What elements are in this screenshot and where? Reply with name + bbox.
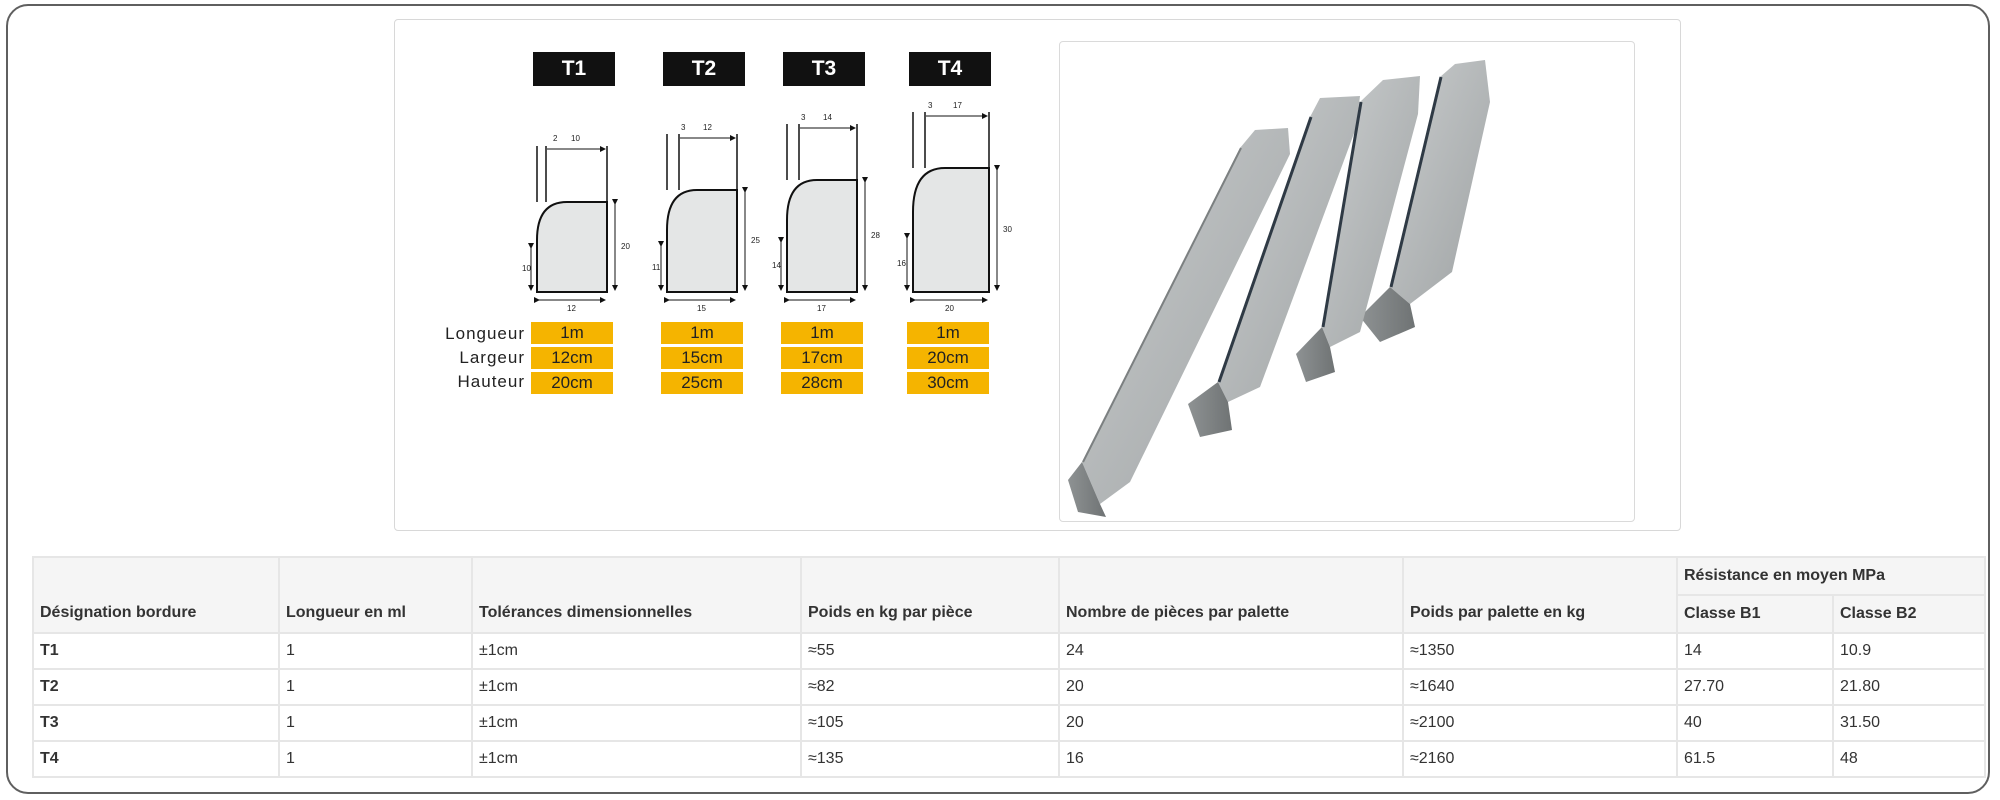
profile-t4-drawing xyxy=(904,112,1000,303)
profile-tag-t2: T2 xyxy=(663,52,745,86)
cell-longueur: 1 xyxy=(278,740,473,778)
t1-top-w: 2 xyxy=(553,134,558,143)
t4-longueur: 1m xyxy=(907,322,989,344)
t1-longueur: 1m xyxy=(531,322,613,344)
t3-largeur: 17cm xyxy=(781,347,863,369)
t1-top-r: 10 xyxy=(571,134,580,143)
cell-poids-palette: ≈2100 xyxy=(1402,704,1678,742)
cell-designation: T1 xyxy=(32,632,280,670)
table-subheader-row: Classe B1 Classe B2 xyxy=(33,594,1986,634)
profile-t3-drawing xyxy=(778,124,868,303)
cell-classe-b2: 21.80 xyxy=(1832,668,1986,706)
t2-largeur: 15cm xyxy=(661,347,743,369)
t4-right-h: 30 xyxy=(1003,225,1012,234)
header-longueur: Longueur en ml xyxy=(278,556,473,634)
cell-pieces-palette: 20 xyxy=(1058,668,1404,706)
t1-left-h: 10 xyxy=(522,264,531,273)
product-figure: 2 10 10 20 12 3 12 11 25 15 3 14 14 28 1… xyxy=(394,19,1681,531)
t3-left-h: 14 xyxy=(772,261,781,270)
profile-tag-t3: T3 xyxy=(783,52,865,86)
profile-drawings xyxy=(528,112,1000,303)
t2-base-w: 15 xyxy=(697,304,706,313)
cell-longueur: 1 xyxy=(278,668,473,706)
cell-classe-b1: 14 xyxy=(1676,632,1834,670)
profile-tag-t4: T4 xyxy=(909,52,991,86)
cell-classe-b2: 31.50 xyxy=(1832,704,1986,742)
t1-hauteur: 20cm xyxy=(531,372,613,394)
cell-classe-b1: 40 xyxy=(1676,704,1834,742)
header-classe-b1: Classe B1 xyxy=(1676,594,1834,634)
profile-t2-drawing xyxy=(658,134,748,303)
t4-top-w: 3 xyxy=(928,101,933,110)
cell-poids-piece: ≈105 xyxy=(800,704,1060,742)
header-classe-b2: Classe B2 xyxy=(1832,594,1986,634)
profile-t1-drawing xyxy=(528,146,618,303)
t2-top-w: 3 xyxy=(681,123,686,132)
cell-classe-b2: 10.9 xyxy=(1832,632,1986,670)
t2-left-h: 11 xyxy=(652,263,661,272)
cell-poids-palette: ≈1640 xyxy=(1402,668,1678,706)
t3-longueur: 1m xyxy=(781,322,863,344)
t2-longueur: 1m xyxy=(661,322,743,344)
profile-tag-t1: T1 xyxy=(533,52,615,86)
product-photo xyxy=(1059,41,1635,522)
cell-designation: T3 xyxy=(32,704,280,742)
t3-hauteur: 28cm xyxy=(781,372,863,394)
header-pieces-palette: Nombre de pièces par palette xyxy=(1058,556,1404,634)
cell-tolerance: ±1cm xyxy=(471,704,802,742)
t3-top-w: 3 xyxy=(801,113,806,122)
cell-longueur: 1 xyxy=(278,632,473,670)
t4-base-w: 20 xyxy=(945,304,954,313)
t2-right-h: 25 xyxy=(751,236,760,245)
row-label-hauteur: Hauteur xyxy=(457,372,525,391)
cell-tolerance: ±1cm xyxy=(471,740,802,778)
table-header-row: Désignation bordure Longueur en ml Tolér… xyxy=(32,556,1986,634)
spec-table: Désignation bordure Longueur en ml Tolér… xyxy=(32,556,1986,778)
t4-top-r: 17 xyxy=(953,101,962,110)
t3-right-h: 28 xyxy=(871,231,880,240)
header-resistance: Résistance en moyen MPa xyxy=(1676,556,1986,596)
cell-classe-b2: 48 xyxy=(1832,740,1986,778)
cell-classe-b1: 61.5 xyxy=(1676,740,1834,778)
row-label-longueur: Longueur xyxy=(445,324,525,343)
t1-right-h: 20 xyxy=(621,242,630,251)
header-designation: Désignation bordure xyxy=(32,556,280,634)
cell-poids-piece: ≈82 xyxy=(800,668,1060,706)
header-poids-piece: Poids en kg par pièce xyxy=(800,556,1060,634)
concrete-curbs-illustration xyxy=(1068,60,1490,517)
cell-poids-piece: ≈55 xyxy=(800,632,1060,670)
t3-top-r: 14 xyxy=(823,113,832,122)
cell-longueur: 1 xyxy=(278,704,473,742)
cell-designation: T4 xyxy=(32,740,280,778)
cell-pieces-palette: 16 xyxy=(1058,740,1404,778)
t4-left-h: 16 xyxy=(897,259,906,268)
content-frame: 2 10 10 20 12 3 12 11 25 15 3 14 14 28 1… xyxy=(6,4,1990,794)
cell-pieces-palette: 20 xyxy=(1058,704,1404,742)
cell-poids-palette: ≈1350 xyxy=(1402,632,1678,670)
table-row: T3 1 ±1cm ≈105 20 ≈2100 40 31.50 xyxy=(32,704,1986,742)
header-poids-palette: Poids par palette en kg xyxy=(1402,556,1678,634)
row-label-largeur: Largeur xyxy=(459,348,525,367)
cell-tolerance: ±1cm xyxy=(471,668,802,706)
table-row: T1 1 ±1cm ≈55 24 ≈1350 14 10.9 xyxy=(32,632,1986,670)
t1-base-w: 12 xyxy=(567,304,576,313)
cell-tolerance: ±1cm xyxy=(471,632,802,670)
header-tolerances: Tolérances dimensionnelles xyxy=(471,556,802,634)
t4-largeur: 20cm xyxy=(907,347,989,369)
cell-poids-piece: ≈135 xyxy=(800,740,1060,778)
table-row: T2 1 ±1cm ≈82 20 ≈1640 27.70 21.80 xyxy=(32,668,1986,706)
cell-classe-b1: 27.70 xyxy=(1676,668,1834,706)
t4-hauteur: 30cm xyxy=(907,372,989,394)
table-row: T4 1 ±1cm ≈135 16 ≈2160 61.5 48 xyxy=(32,740,1986,778)
cell-poids-palette: ≈2160 xyxy=(1402,740,1678,778)
t1-largeur: 12cm xyxy=(531,347,613,369)
cell-designation: T2 xyxy=(32,668,280,706)
t2-top-r: 12 xyxy=(703,123,712,132)
cell-pieces-palette: 24 xyxy=(1058,632,1404,670)
t2-hauteur: 25cm xyxy=(661,372,743,394)
t3-base-w: 17 xyxy=(817,304,826,313)
